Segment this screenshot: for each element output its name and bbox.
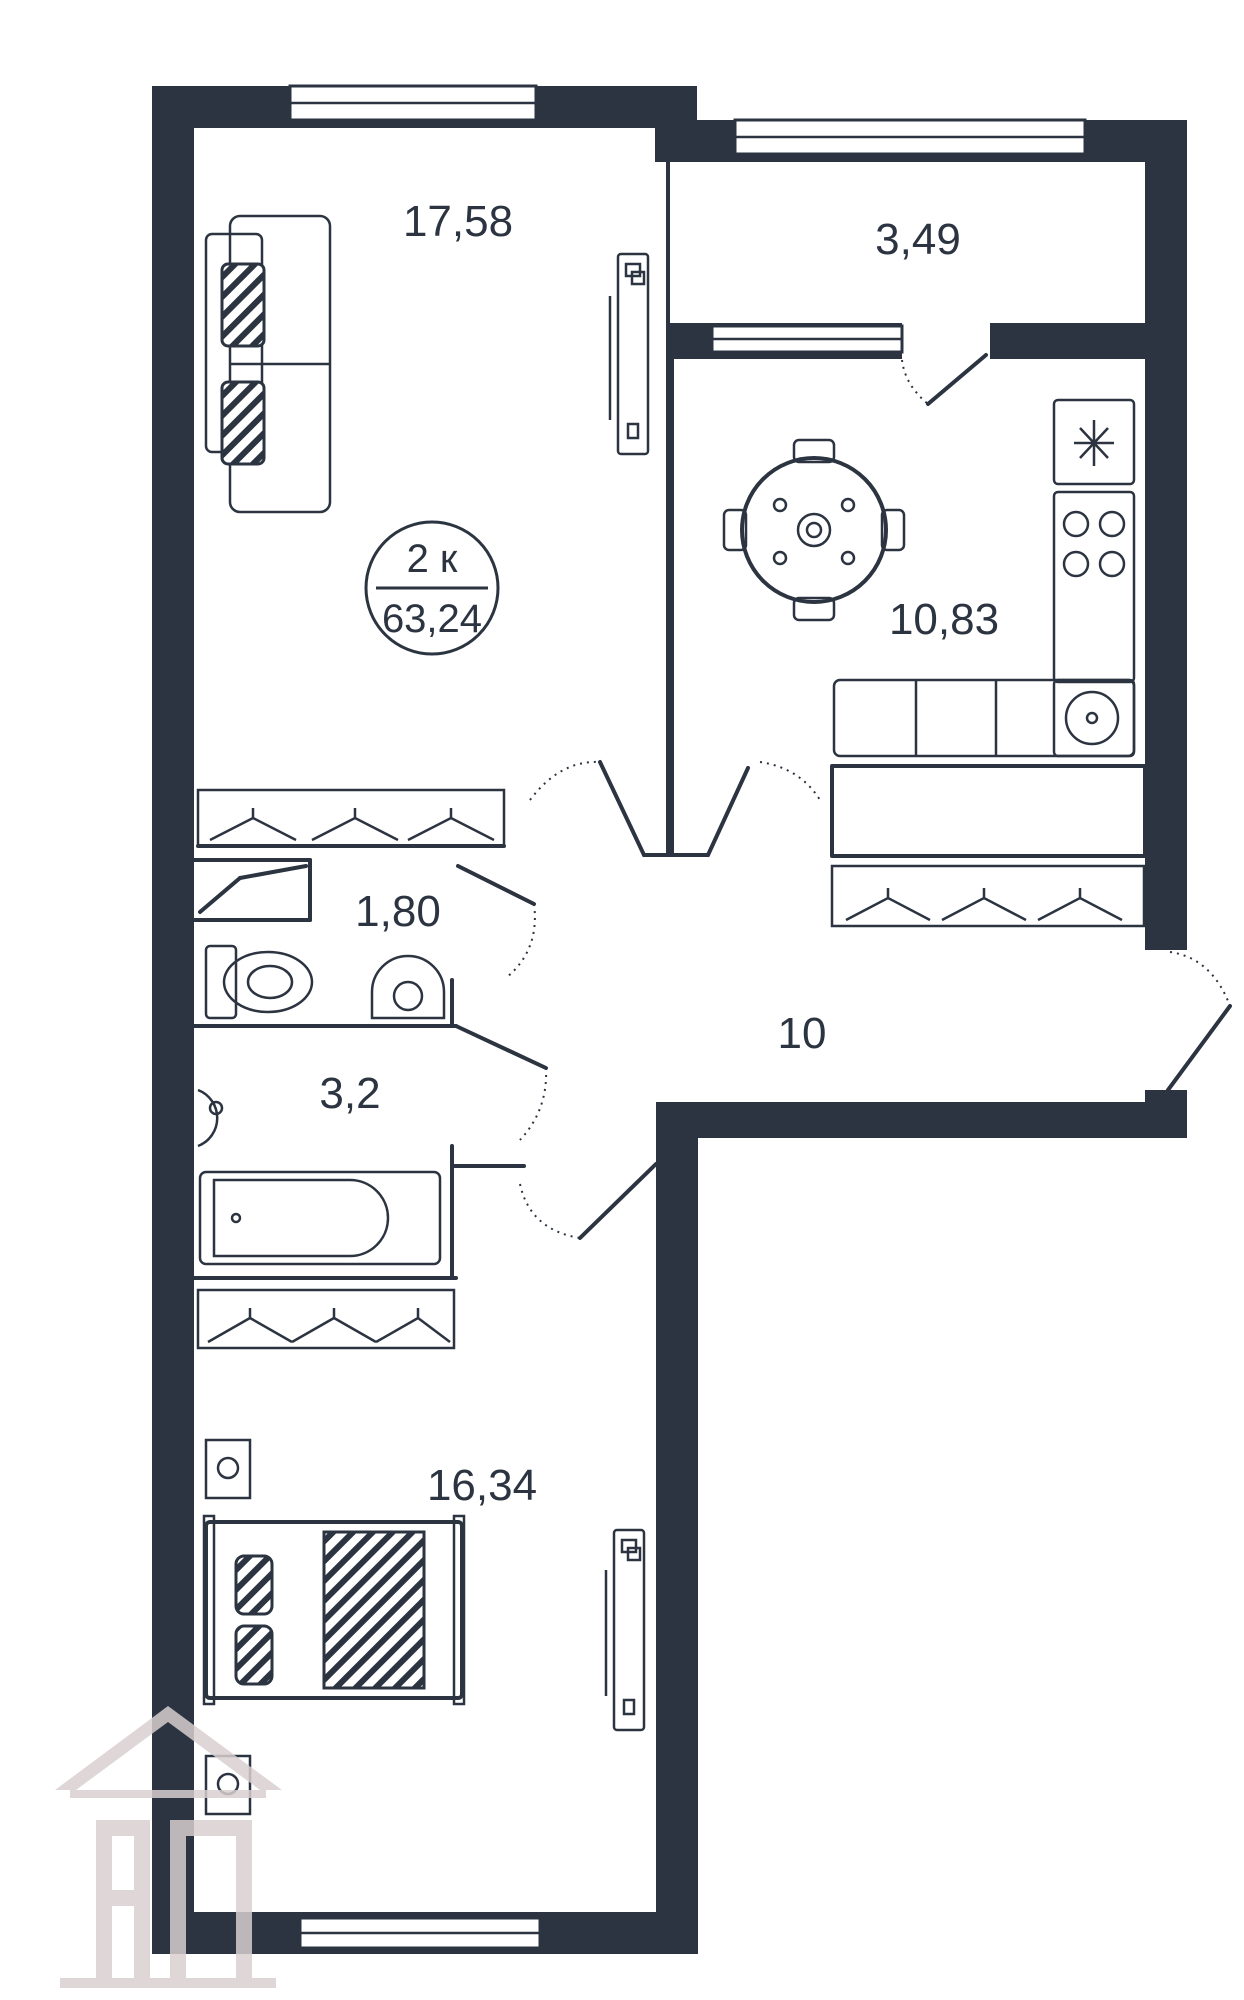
dining-table-icon — [722, 438, 906, 622]
apartment-room-count: 2 к — [407, 537, 458, 581]
toilet-icon — [204, 944, 314, 1020]
bathtub-icon — [198, 1170, 442, 1266]
small-sink-icon — [370, 954, 446, 1020]
bed-icon — [202, 1514, 466, 1706]
tv-stand-icon — [608, 252, 650, 456]
hallway-area: 10 — [778, 1009, 827, 1058]
balcony-area: 3,49 — [875, 215, 961, 264]
doors — [454, 353, 1232, 1240]
watermark-logo-icon — [55, 1706, 282, 1988]
nightstand-icon — [204, 1438, 252, 1500]
washbasin-icon — [197, 1088, 224, 1148]
partitions — [192, 128, 1147, 1280]
bedroom-tv-stand-icon — [604, 1528, 646, 1732]
toilet-area: 1,80 — [355, 887, 441, 936]
wardrobe-icon — [209, 808, 495, 842]
kitchen-area: 10,83 — [889, 595, 999, 644]
kitchen-counter-icon — [832, 398, 1136, 758]
sofa-icon — [204, 214, 332, 514]
apartment-total-area: 63,24 — [382, 597, 482, 641]
bedroom-area: 16,34 — [427, 1461, 537, 1510]
bedroom-wardrobe-icon — [196, 1288, 456, 1350]
kitchen-sink-icon — [1052, 678, 1136, 758]
apartment-badge: 2 к 63,24 — [364, 520, 500, 656]
room-labels: 17,58 3,49 10,83 1,80 10 3,2 16,34 — [319, 197, 999, 1510]
furniture — [196, 214, 1136, 1816]
bathroom-area: 3,2 — [319, 1069, 380, 1118]
freezer-icon — [1074, 420, 1114, 466]
stove-icon — [1062, 510, 1126, 578]
hallway-wardrobe-icon — [845, 888, 1123, 922]
windows — [288, 84, 1087, 1950]
living-room-area: 17,58 — [403, 197, 513, 246]
